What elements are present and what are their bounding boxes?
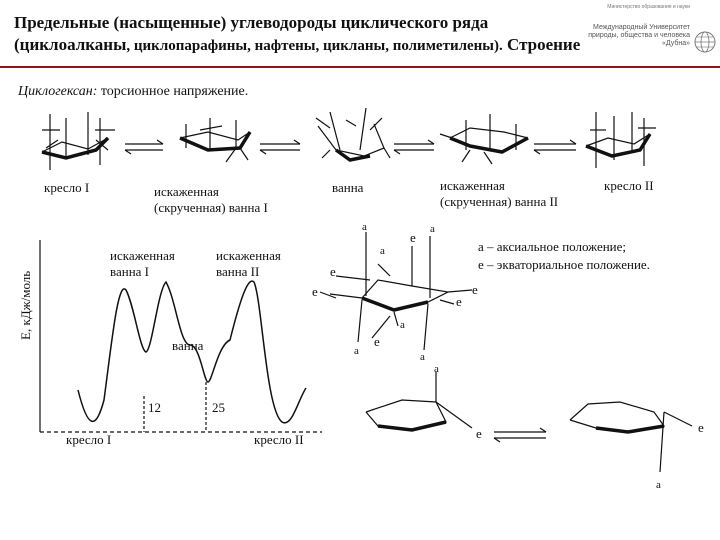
university-logo-icon xyxy=(694,31,716,53)
plot-label-boat: ванна xyxy=(172,338,204,353)
boat-structure xyxy=(315,107,391,162)
slide-title: Предельные (насыщенные) углеводороды цик… xyxy=(14,12,594,57)
plot-label-twist1-b: ванна I xyxy=(110,264,149,279)
legend-axial: a – аксиальное положение; xyxy=(478,239,627,254)
plot-label-twist1-a: искаженная xyxy=(110,248,175,263)
energy-profile xyxy=(39,240,322,433)
pos-a-4: a xyxy=(400,319,405,331)
bottom-chair-left xyxy=(365,372,473,432)
chair-axial-equatorial xyxy=(319,232,473,351)
pos-a-3: a xyxy=(380,245,385,257)
pos-e-5: e xyxy=(456,294,462,309)
pos-a-6: a xyxy=(420,351,425,363)
pos-a-2: a xyxy=(430,223,435,235)
chair1-structure xyxy=(41,112,115,170)
label-chair1: кресло I xyxy=(44,180,90,195)
pos-e-7: e xyxy=(476,426,482,441)
pos-e-8: e xyxy=(698,420,704,435)
subtitle-rest: торсионное напряжение. xyxy=(97,84,249,99)
pos-a-7: a xyxy=(434,363,439,375)
pos-e-6: e xyxy=(374,334,380,349)
title-line2-end: Строение xyxy=(502,35,581,54)
subtitle: Циклогексан: торсионное напряжение. xyxy=(18,84,248,100)
header-divider xyxy=(0,66,720,68)
equilibrium-arrows xyxy=(124,139,577,155)
bottom-equilibrium-arrows xyxy=(493,427,547,443)
plot-label-twist2-a: искаженная xyxy=(216,248,281,263)
twist-boat2-structure xyxy=(439,114,529,165)
plot-label-chair1: кресло I xyxy=(66,432,112,447)
chair2-structure xyxy=(585,112,656,168)
pos-a-8: a xyxy=(656,479,661,491)
pos-a-1: a xyxy=(362,221,367,233)
pos-e-2: e xyxy=(330,264,336,279)
pos-e-4: e xyxy=(472,282,478,297)
title-line2-bold: (циклоалканы xyxy=(14,35,127,54)
logo-caption-university: Международный Университет природы, общес… xyxy=(588,24,690,47)
title-line1: Предельные (насыщенные) углеводороды цик… xyxy=(14,13,489,32)
label-twist2-a: искаженная xyxy=(440,178,505,193)
label-twist2-b: (скрученная) ванна II xyxy=(440,194,559,209)
twist-boat1-structure xyxy=(179,118,252,163)
plot-label-chair2: кресло II xyxy=(254,432,304,447)
pos-a-5: a xyxy=(354,345,359,357)
pos-e-3: e xyxy=(312,284,318,299)
subtitle-italic: Циклогексан: xyxy=(18,84,98,99)
label-twist1-a: искаженная xyxy=(154,184,219,199)
positions-legend: a – аксиальное положение; e – экваториал… xyxy=(478,238,650,274)
legend-equatorial: e – экваториальное положение. xyxy=(478,257,650,272)
label-chair2: кресло II xyxy=(604,178,654,193)
plot-label-twist2-b: ванна II xyxy=(216,264,260,279)
bottom-chair-right xyxy=(569,401,693,473)
plot-value-25: 25 xyxy=(212,400,225,415)
label-twist1-b: (скрученная) ванна I xyxy=(154,200,268,215)
label-boat: ванна xyxy=(332,180,364,195)
title-line2-small: , циклопарафины, нафтены, цикланы, полим… xyxy=(126,38,503,54)
pos-e-1: e xyxy=(410,230,416,245)
plot-value-12: 12 xyxy=(148,400,161,415)
logo-caption-top: Министерство образования и науки xyxy=(607,4,690,10)
energy-ylabel: E, кДж/моль xyxy=(18,270,33,340)
